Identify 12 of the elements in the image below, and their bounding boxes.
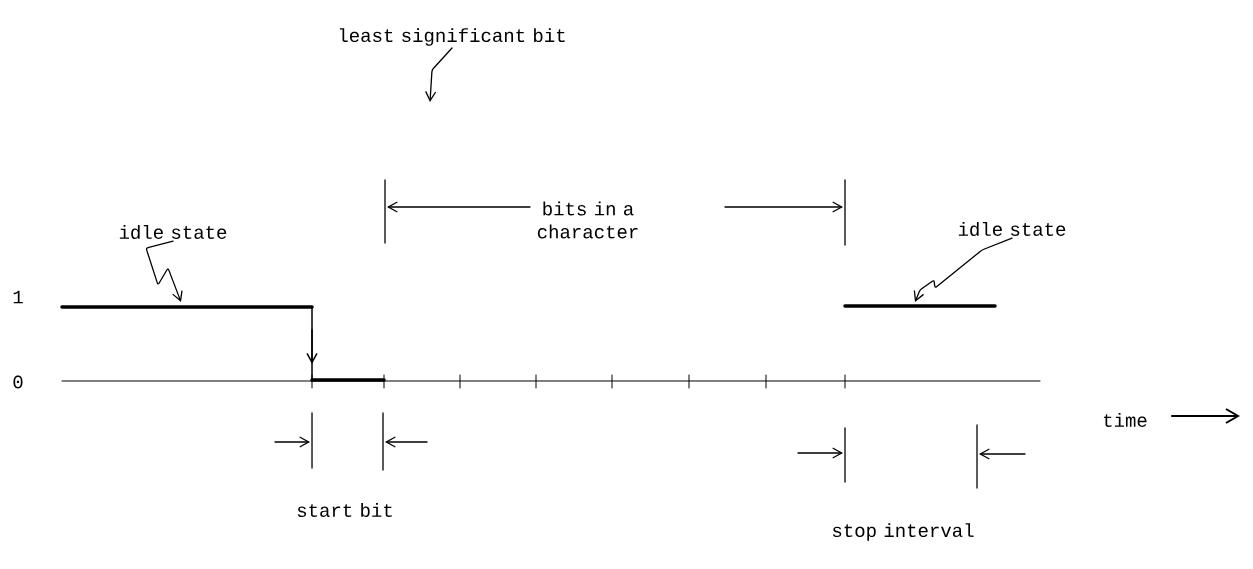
leader-line xyxy=(425,47,453,102)
annotation-text: idle state xyxy=(958,222,1066,236)
annotation-text: stop interval xyxy=(833,523,974,541)
level-label: 0 xyxy=(13,375,23,389)
annotation-text: start bit xyxy=(297,503,392,517)
annotation-text: bits in a character xyxy=(537,201,638,239)
annotation-text: time xyxy=(1103,413,1147,427)
leader-line xyxy=(913,237,1013,302)
annotation-text: least significant bit xyxy=(339,28,565,46)
annotation-text: idle state xyxy=(119,225,227,239)
leader-line xyxy=(145,240,183,302)
level-label: 1 xyxy=(13,290,23,304)
